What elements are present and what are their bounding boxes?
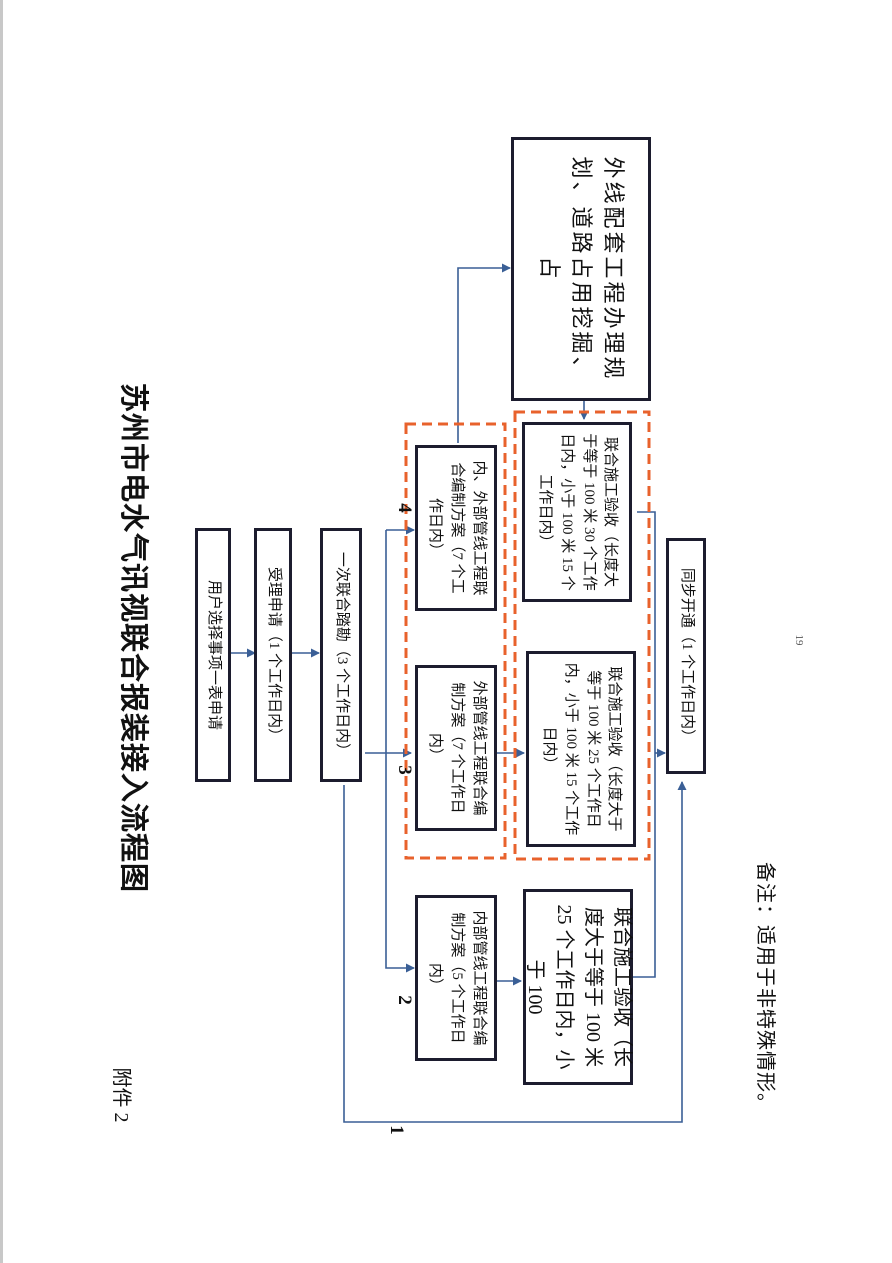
node-acceptance-both-text: 联合施工验收（长度大于等于 100 米 30 个工作日内，小于 100 米 15… (537, 433, 619, 591)
node-plan-external: 外部管线工程联合编制方案（7 个工作日内） (415, 665, 497, 831)
page-number: 19 (793, 634, 805, 646)
node-survey: 一次联合踏勘（3 个工作日内） (320, 528, 362, 782)
node-acceptance-both: 联合施工验收（长度大于等于 100 米 30 个工作日内，小于 100 米 15… (522, 422, 632, 602)
node-acceptance-internal: 联合施工验收（长度大于等于 100 米 25 个工作日内，小于 100 (523, 889, 633, 1085)
arrow-acceptance-internal-to-connect (633, 511, 656, 978)
step-number-1: 1 (386, 1125, 407, 1135)
node-outer-works-text: 外线配套工程办理规划、道路占用挖掘、占 (537, 156, 626, 382)
node-acceptance-external-text: 联合施工验收（长度大于等于 100 米 25 个工作日内，小于 100 米 15… (541, 662, 623, 836)
node-apply-text: 用户选择事项一表申请 (205, 579, 222, 730)
footnote: 备注：适用于非特殊情形。 (754, 862, 777, 1114)
node-plan-both-text: 内、外部管线工程联合编制方案（7 个工作日内） (427, 460, 487, 596)
node-acceptance-internal-text: 联合施工验收（长度大于等于 100 米 25 个工作日内，小于 100 (524, 904, 633, 1070)
arrow-survey-to-path1 (343, 781, 687, 1123)
arrow-plan-both-to-outer-works (457, 263, 511, 443)
step-number-4: 4 (394, 503, 415, 513)
node-connect: 同步开通（1 个工作日内） (666, 538, 706, 774)
node-acceptance-external: 联合施工验收（长度大于等于 100 米 25 个工作日内，小于 100 米 15… (526, 651, 636, 847)
node-accept-text: 受理申请（1 个工作日内） (265, 566, 282, 744)
node-plan-internal: 内部管线工程联合编制方案（5 个工作日内） (415, 895, 497, 1061)
node-plan-internal-text: 内部管线工程联合编制方案（5 个工作日内） (427, 910, 487, 1046)
node-plan-external-text: 外部管线工程联合编制方案（7 个工作日内） (427, 680, 487, 816)
dashed-group-acceptance (513, 410, 651, 861)
step-number-3: 3 (394, 765, 415, 775)
page-title: 苏州市电水气讯视联合报装接入流程图 (117, 382, 149, 893)
dashed-group-plans (404, 422, 507, 860)
node-outer-works: 外线配套工程办理规划、道路占用挖掘、占 (511, 137, 651, 401)
node-apply: 用户选择事项一表申请 (195, 528, 231, 782)
step-number-2: 2 (394, 995, 415, 1005)
scan-left-edge (0, 0, 3, 1263)
arrow-survey-to-plan-internal (385, 530, 415, 973)
node-connect-text: 同步开通（1 个工作日内） (678, 567, 695, 745)
node-plan-both: 内、外部管线工程联合编制方案（7 个工作日内） (415, 445, 497, 611)
node-survey-text: 一次联合踏勘（3 个工作日内） (333, 551, 350, 759)
node-accept: 受理申请（1 个工作日内） (254, 528, 292, 782)
attachment-label: 附件 2 (110, 1067, 133, 1123)
